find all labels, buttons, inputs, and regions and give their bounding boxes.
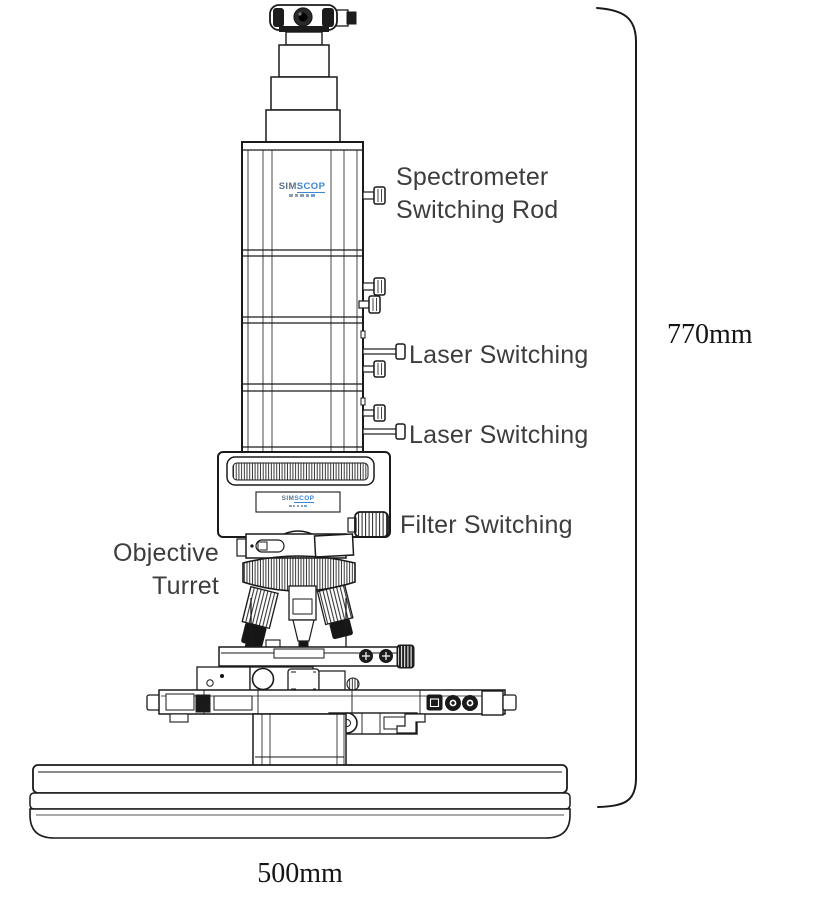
spectrometer-switching-rod bbox=[362, 186, 386, 205]
tube-segment-2 bbox=[270, 76, 338, 111]
camera-body-left-grip bbox=[273, 8, 284, 27]
camera-lens-highlight bbox=[298, 12, 302, 16]
plate-right-block bbox=[313, 533, 355, 558]
objective-turret-ring bbox=[242, 555, 356, 592]
filter-switching-label: Filter Switching bbox=[400, 511, 573, 539]
edge-bump-2 bbox=[360, 397, 366, 406]
brand-tagline-glyphs-small bbox=[259, 504, 337, 507]
brand-wordmark-small: SIMSCOP bbox=[281, 495, 315, 503]
height-dimension-bracket bbox=[596, 7, 637, 808]
upper-knob-2 bbox=[358, 295, 381, 314]
nosepiece bbox=[236, 533, 356, 592]
stage-posts bbox=[250, 598, 347, 650]
plate-dot bbox=[250, 544, 254, 548]
laser-switching-bottom-label: Laser Switching bbox=[409, 421, 589, 449]
laser-switching-rod-2 bbox=[362, 423, 406, 440]
laser-knob-1 bbox=[362, 360, 386, 378]
width-dimension-text: 500mm bbox=[257, 858, 343, 889]
laser-switching-rod-1 bbox=[362, 343, 406, 360]
spectrometer-switching-rod-label: Spectrometer Switching Rod bbox=[396, 161, 558, 227]
tube-segment-1 bbox=[278, 44, 330, 78]
base-bottom-slab bbox=[29, 808, 571, 839]
edge-bump-1 bbox=[360, 330, 366, 339]
spectrometer-label-line1: Spectrometer bbox=[396, 163, 549, 191]
objective-right bbox=[316, 583, 354, 640]
objectives bbox=[241, 583, 354, 653]
objective-turret-label: Objective Turret bbox=[55, 537, 219, 603]
stage-column bbox=[252, 713, 347, 767]
tube-segment-3 bbox=[265, 109, 341, 144]
stage-top-platform bbox=[218, 644, 415, 669]
brand-wordmark: SIMSCOP bbox=[278, 181, 326, 193]
head-label-panel bbox=[255, 491, 341, 513]
plate-pill-inner bbox=[257, 541, 268, 551]
base-top-slab bbox=[32, 764, 568, 794]
objective-center bbox=[288, 585, 317, 649]
base-mid-slab bbox=[29, 792, 571, 810]
filter-switching-knob bbox=[347, 511, 389, 538]
upper-knob-1 bbox=[362, 277, 386, 296]
brand-logo-head: SIMSCOP bbox=[259, 495, 337, 507]
camera-connector-cap bbox=[346, 11, 357, 25]
spectrometer-label-line2: Switching Rod bbox=[396, 196, 559, 224]
laser-knob-2 bbox=[362, 404, 386, 422]
stage-wide-bar bbox=[146, 689, 517, 716]
objective-label-line2: Turret bbox=[152, 572, 219, 600]
camera-neck bbox=[285, 31, 323, 46]
camera-assembly bbox=[265, 4, 357, 144]
camera-bottom-band bbox=[279, 26, 329, 32]
objective-label-line1: Objective bbox=[112, 539, 219, 567]
side-controls bbox=[358, 186, 406, 440]
camera-body-right-grip bbox=[322, 8, 334, 27]
height-dimension-text: 770mm bbox=[667, 319, 753, 350]
stage-assembly bbox=[146, 598, 517, 767]
laser-switching-top-label: Laser Switching bbox=[409, 341, 589, 369]
head-vent-grille bbox=[232, 462, 369, 481]
brand-tagline-glyphs bbox=[276, 193, 328, 197]
base-plate bbox=[29, 764, 571, 839]
brand-logo-tower: SIMSCOP bbox=[276, 181, 328, 197]
